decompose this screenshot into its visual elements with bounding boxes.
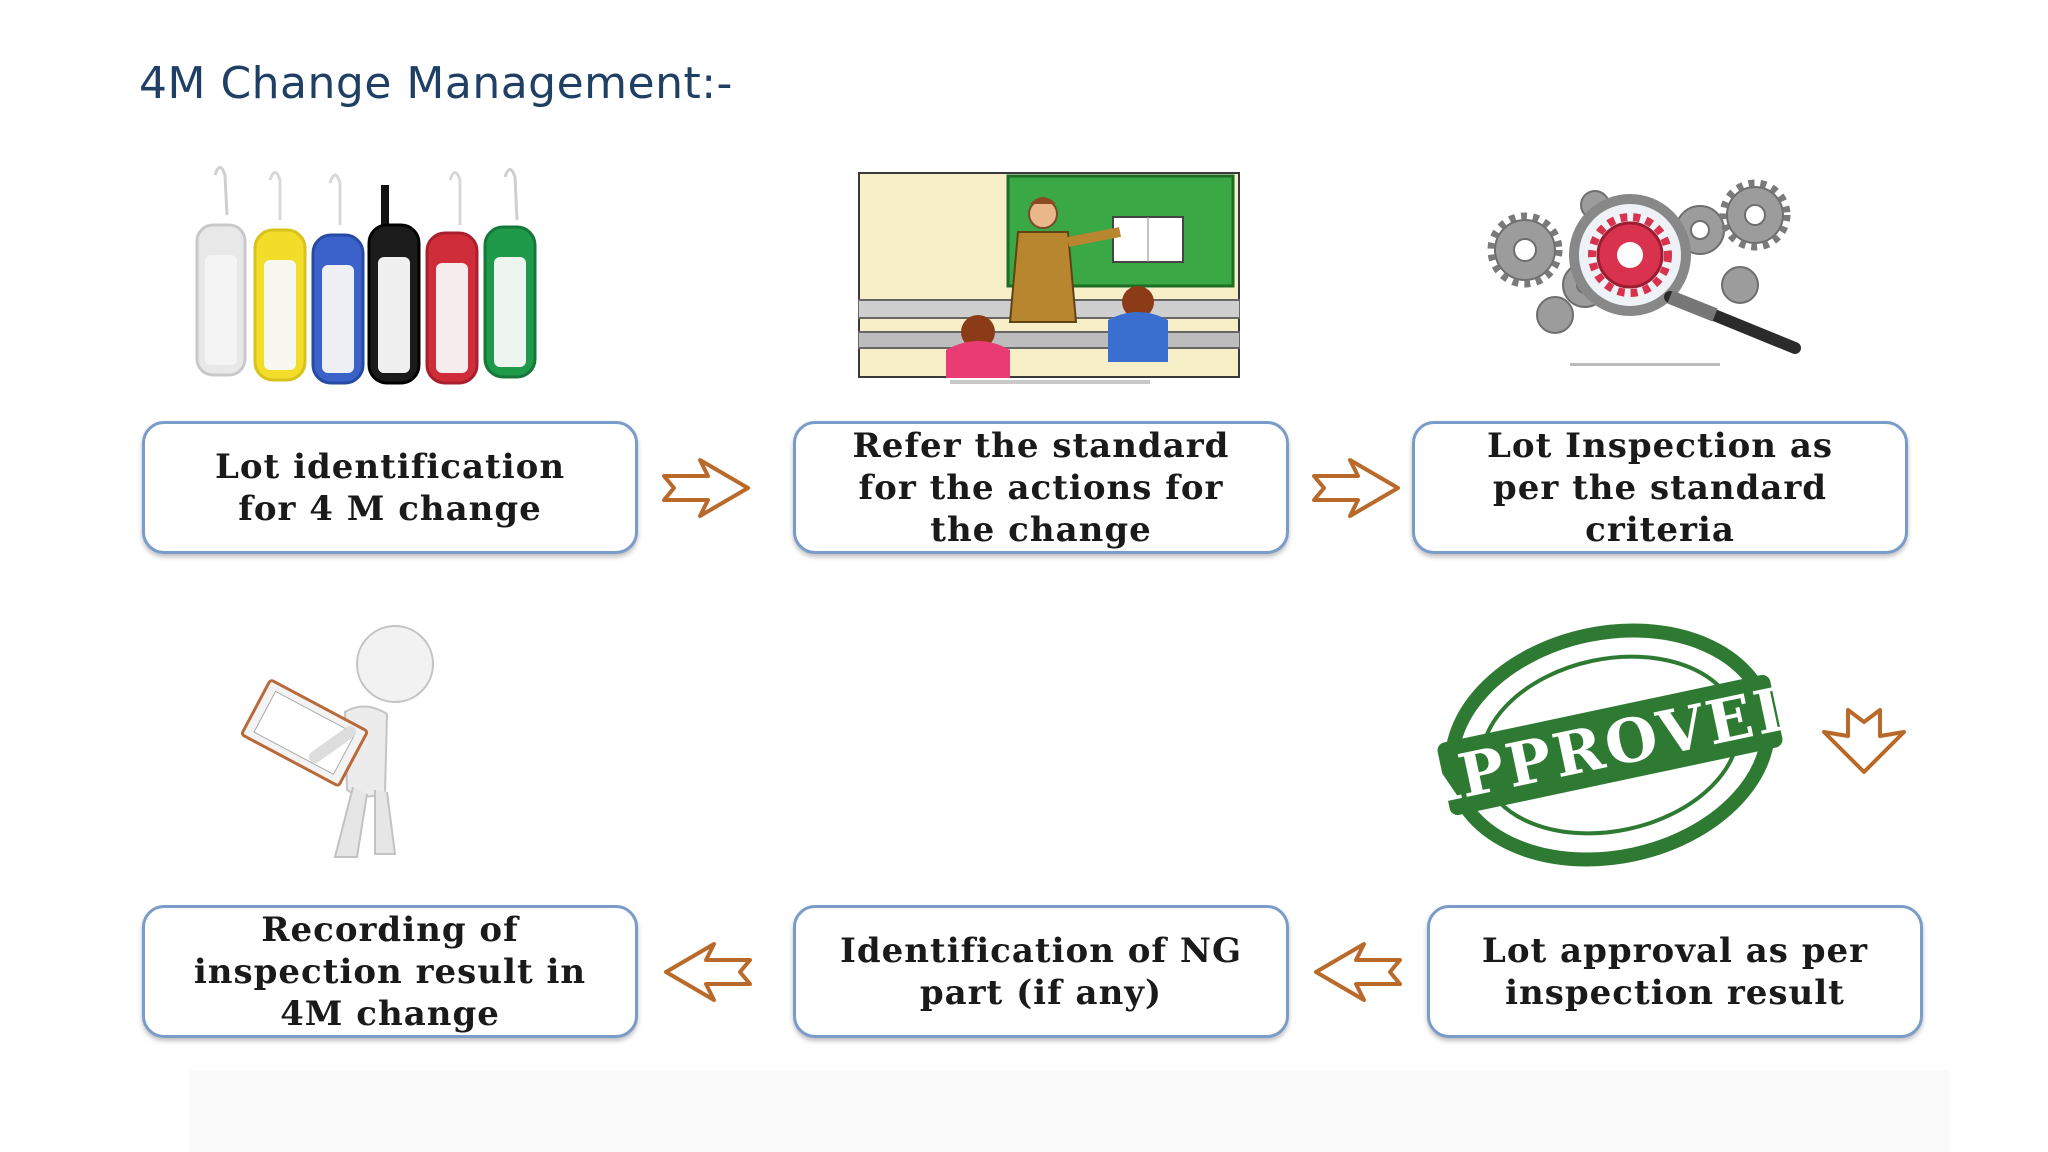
step-label: Identification of NG part (if any)	[839, 930, 1243, 1013]
luggage-tags-icon	[185, 165, 565, 385]
step-lot-identification: Lot identification for 4 M change	[142, 421, 638, 554]
step-identify-ng-part: Identification of NG part (if any)	[793, 905, 1289, 1038]
arrow-right-icon	[662, 458, 750, 518]
teacher-classroom-illustration	[858, 172, 1240, 378]
step-label: Recording of inspection result in 4M cha…	[193, 909, 587, 1034]
page-title: 4M Change Management:-	[139, 58, 733, 109]
gears-magnifier-icon	[1487, 179, 1801, 366]
step-label: Lot Inspection as per the standard crite…	[1486, 425, 1834, 550]
approved-stamp-icon: APPROVED	[1420, 623, 1800, 867]
arrow-right-icon	[1312, 458, 1400, 518]
image-caption	[950, 380, 1150, 384]
step-lot-inspection: Lot Inspection as per the standard crite…	[1412, 421, 1908, 554]
step-label: Lot identification for 4 M change	[214, 446, 566, 529]
step-refer-standard: Refer the standard for the actions for t…	[793, 421, 1289, 554]
arrow-left-icon	[664, 942, 752, 1002]
step-lot-approval: Lot approval as per inspection result	[1427, 905, 1923, 1038]
arrow-down-icon	[1822, 708, 1906, 774]
person-clipboard-icon	[240, 625, 434, 858]
step-recording-result: Recording of inspection result in 4M cha…	[142, 905, 638, 1038]
step-label: Refer the standard for the actions for t…	[852, 425, 1230, 550]
background-shade	[190, 1070, 1950, 1152]
step-label: Lot approval as per inspection result	[1481, 930, 1869, 1013]
arrow-left-icon	[1314, 942, 1402, 1002]
